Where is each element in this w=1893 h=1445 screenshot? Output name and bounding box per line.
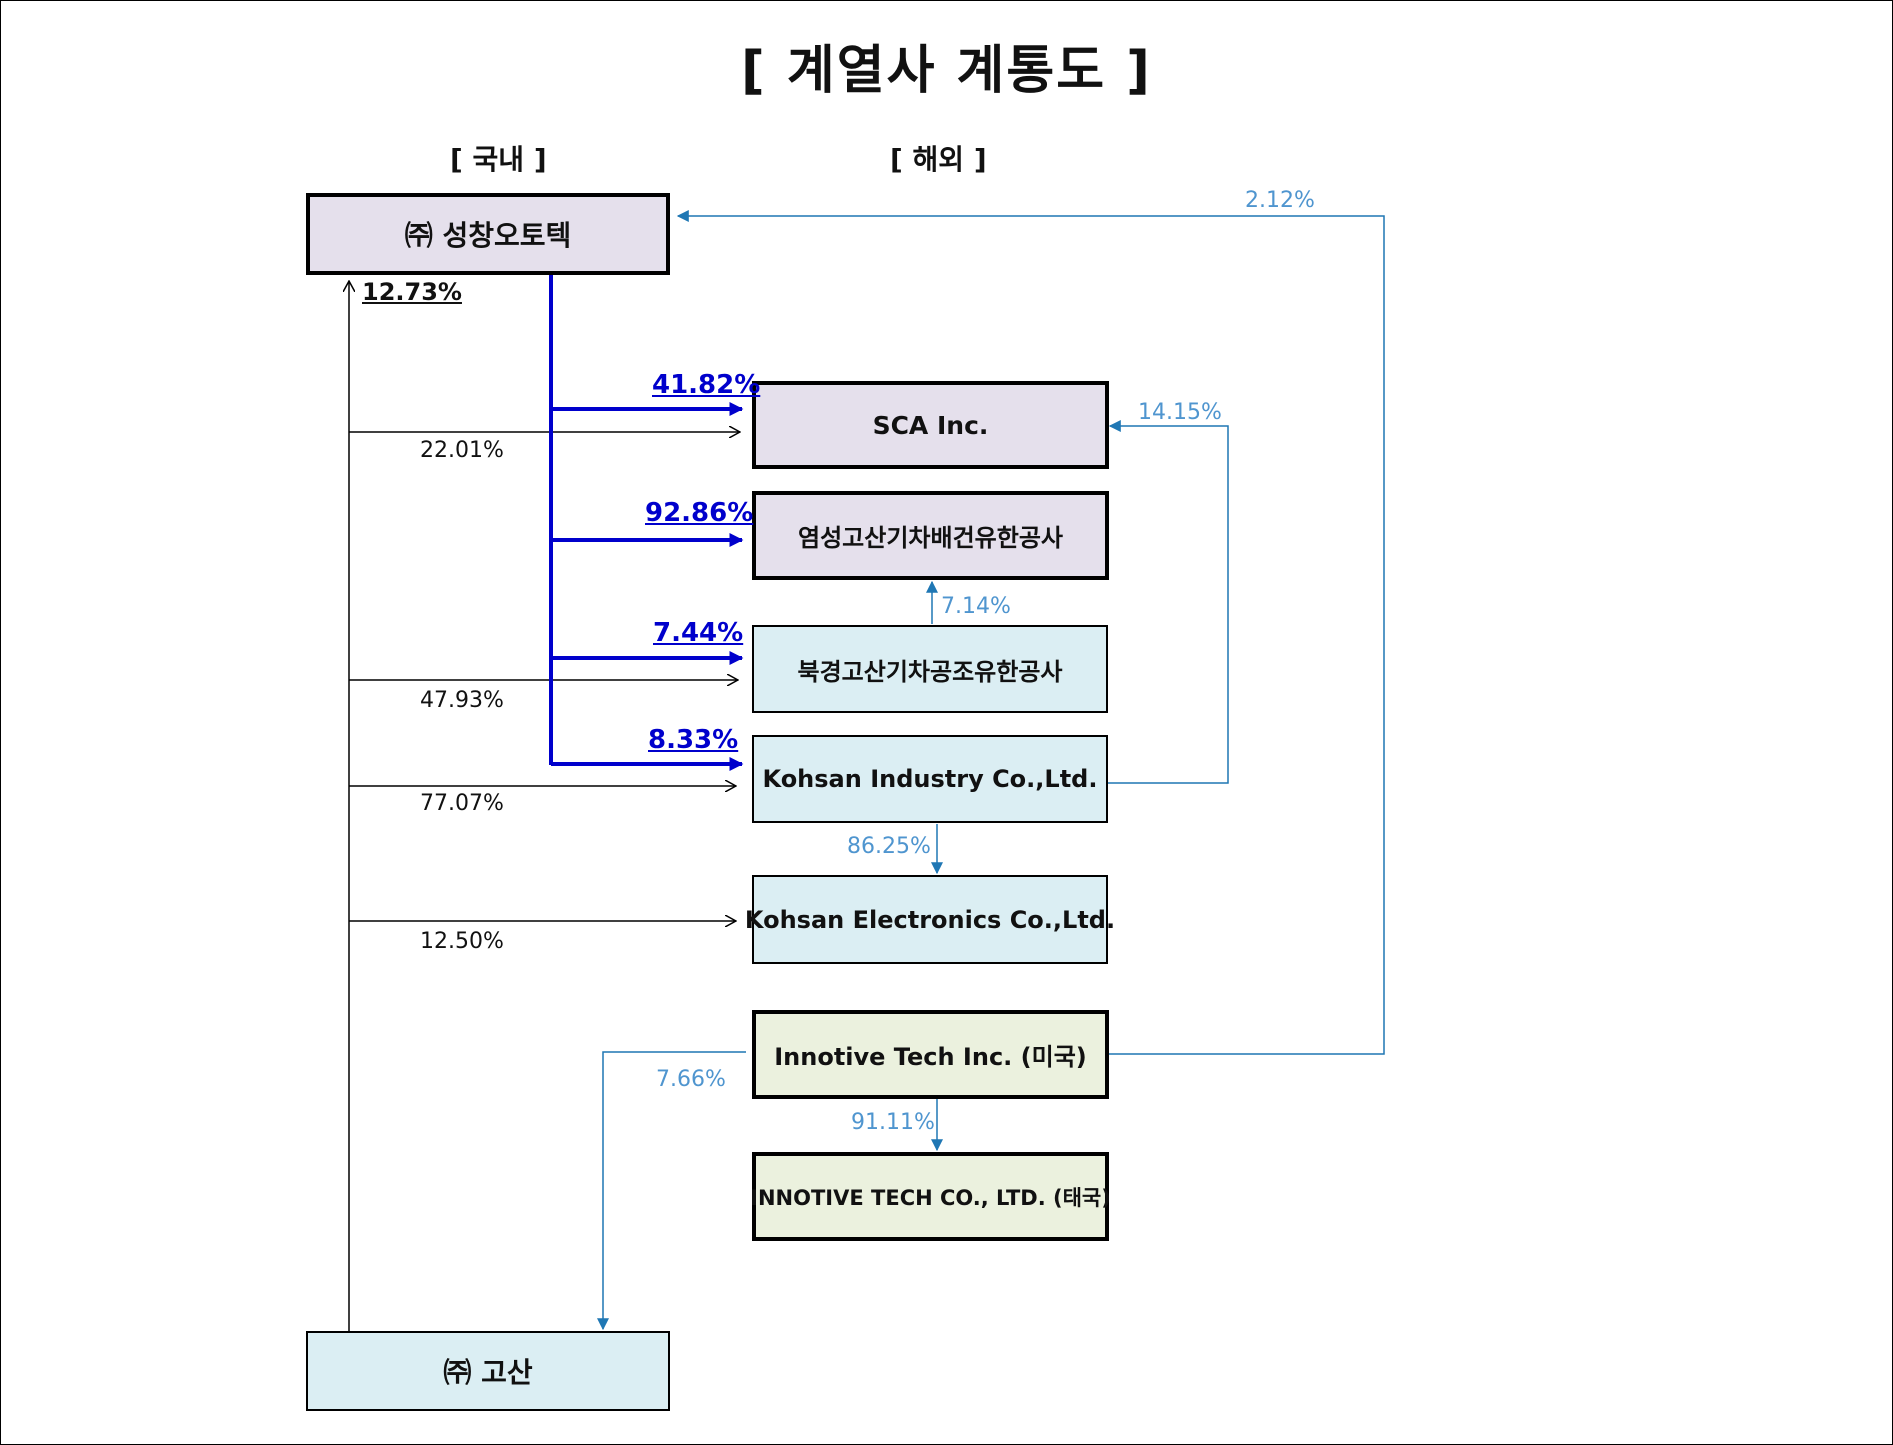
stake-seongchang-to-kohsan-industry: 8.33% [648, 725, 739, 755]
company-name-seongchang: ㈜ 성창오토텍 [404, 219, 572, 252]
company-box-gosan: ㈜ 고산 [306, 1331, 670, 1411]
company-name-kohsan-industry: Kohsan Industry Co.,Ltd. [762, 765, 1098, 793]
innotive-to-seongchang-line [676, 210, 1385, 1055]
company-box-seongchang: ㈜ 성창오토텍 [306, 193, 670, 275]
company-box-yeomseong: 염성고산기차배건유한공사 [752, 491, 1109, 580]
company-name-sca: SCA Inc. [872, 410, 989, 440]
stake-gosan-to-sca: 22.01% [420, 438, 504, 463]
company-box-innotive-us: Innotive Tech Inc. (미국) [752, 1010, 1109, 1099]
stake-gosan-to-kohsan-industry: 77.07% [420, 791, 504, 816]
company-name-yeomseong: 염성고산기차배건유한공사 [798, 524, 1063, 552]
company-box-kohsan-industry: Kohsan Industry Co.,Ltd. [752, 735, 1108, 823]
stake-gosan-to-bukgyeong: 47.93% [420, 688, 504, 713]
stake-seongchang-to-bukgyeong: 7.44% [653, 618, 744, 648]
company-box-innotive-th: INNOTIVE TECH CO., LTD. (태국) [750, 1152, 1111, 1241]
company-name-gosan: ㈜ 고산 [443, 1356, 533, 1389]
company-box-kohsan-electronics: Kohsan Electronics Co.,Ltd. [745, 875, 1115, 964]
stake-bukgyeong-to-yeomseong: 7.14% [941, 594, 1011, 619]
company-name-innotive-us: Innotive Tech Inc. (미국) [774, 1043, 1087, 1071]
stake-seongchang-to-yeomseong: 92.86% [645, 498, 754, 528]
company-name-kohsan-electronics: Kohsan Electronics Co.,Ltd. [744, 905, 1116, 934]
company-name-innotive-th: INNOTIVE TECH CO., LTD. (태국) [750, 1185, 1111, 1210]
stake-innotive-us-to-gosan: 7.66% [656, 1067, 726, 1092]
stake-innotive-us-to-th: 91.11% [851, 1110, 935, 1135]
innotive-to-gosan-line [597, 1051, 746, 1331]
stake-kohsan-industry-to-electronics: 86.25% [847, 834, 931, 859]
section-overseas: [ 해외 ] [890, 143, 987, 176]
company-box-bukgyeong: 북경고산기차공조유한공사 [752, 625, 1108, 713]
section-domestic: [ 국내 ] [450, 143, 547, 176]
company-box-sca: SCA Inc. [752, 381, 1109, 469]
kohsan-industry-to-sca-line [1107, 420, 1229, 784]
diagram-title: [ 계열사 계통도 ] [741, 41, 1152, 101]
stake-seongchang-to-sca: 41.82% [652, 370, 761, 400]
stake-gosan-to-seongchang: 12.73% [362, 278, 462, 306]
stake-gosan-to-kohsan-electronics: 12.50% [420, 929, 504, 954]
stake-innotive-us-to-seongchang: 2.12% [1245, 188, 1315, 213]
company-name-bukgyeong: 북경고산기차공조유한공사 [797, 657, 1063, 686]
stake-kohsan-industry-to-sca: 14.15% [1138, 400, 1222, 425]
